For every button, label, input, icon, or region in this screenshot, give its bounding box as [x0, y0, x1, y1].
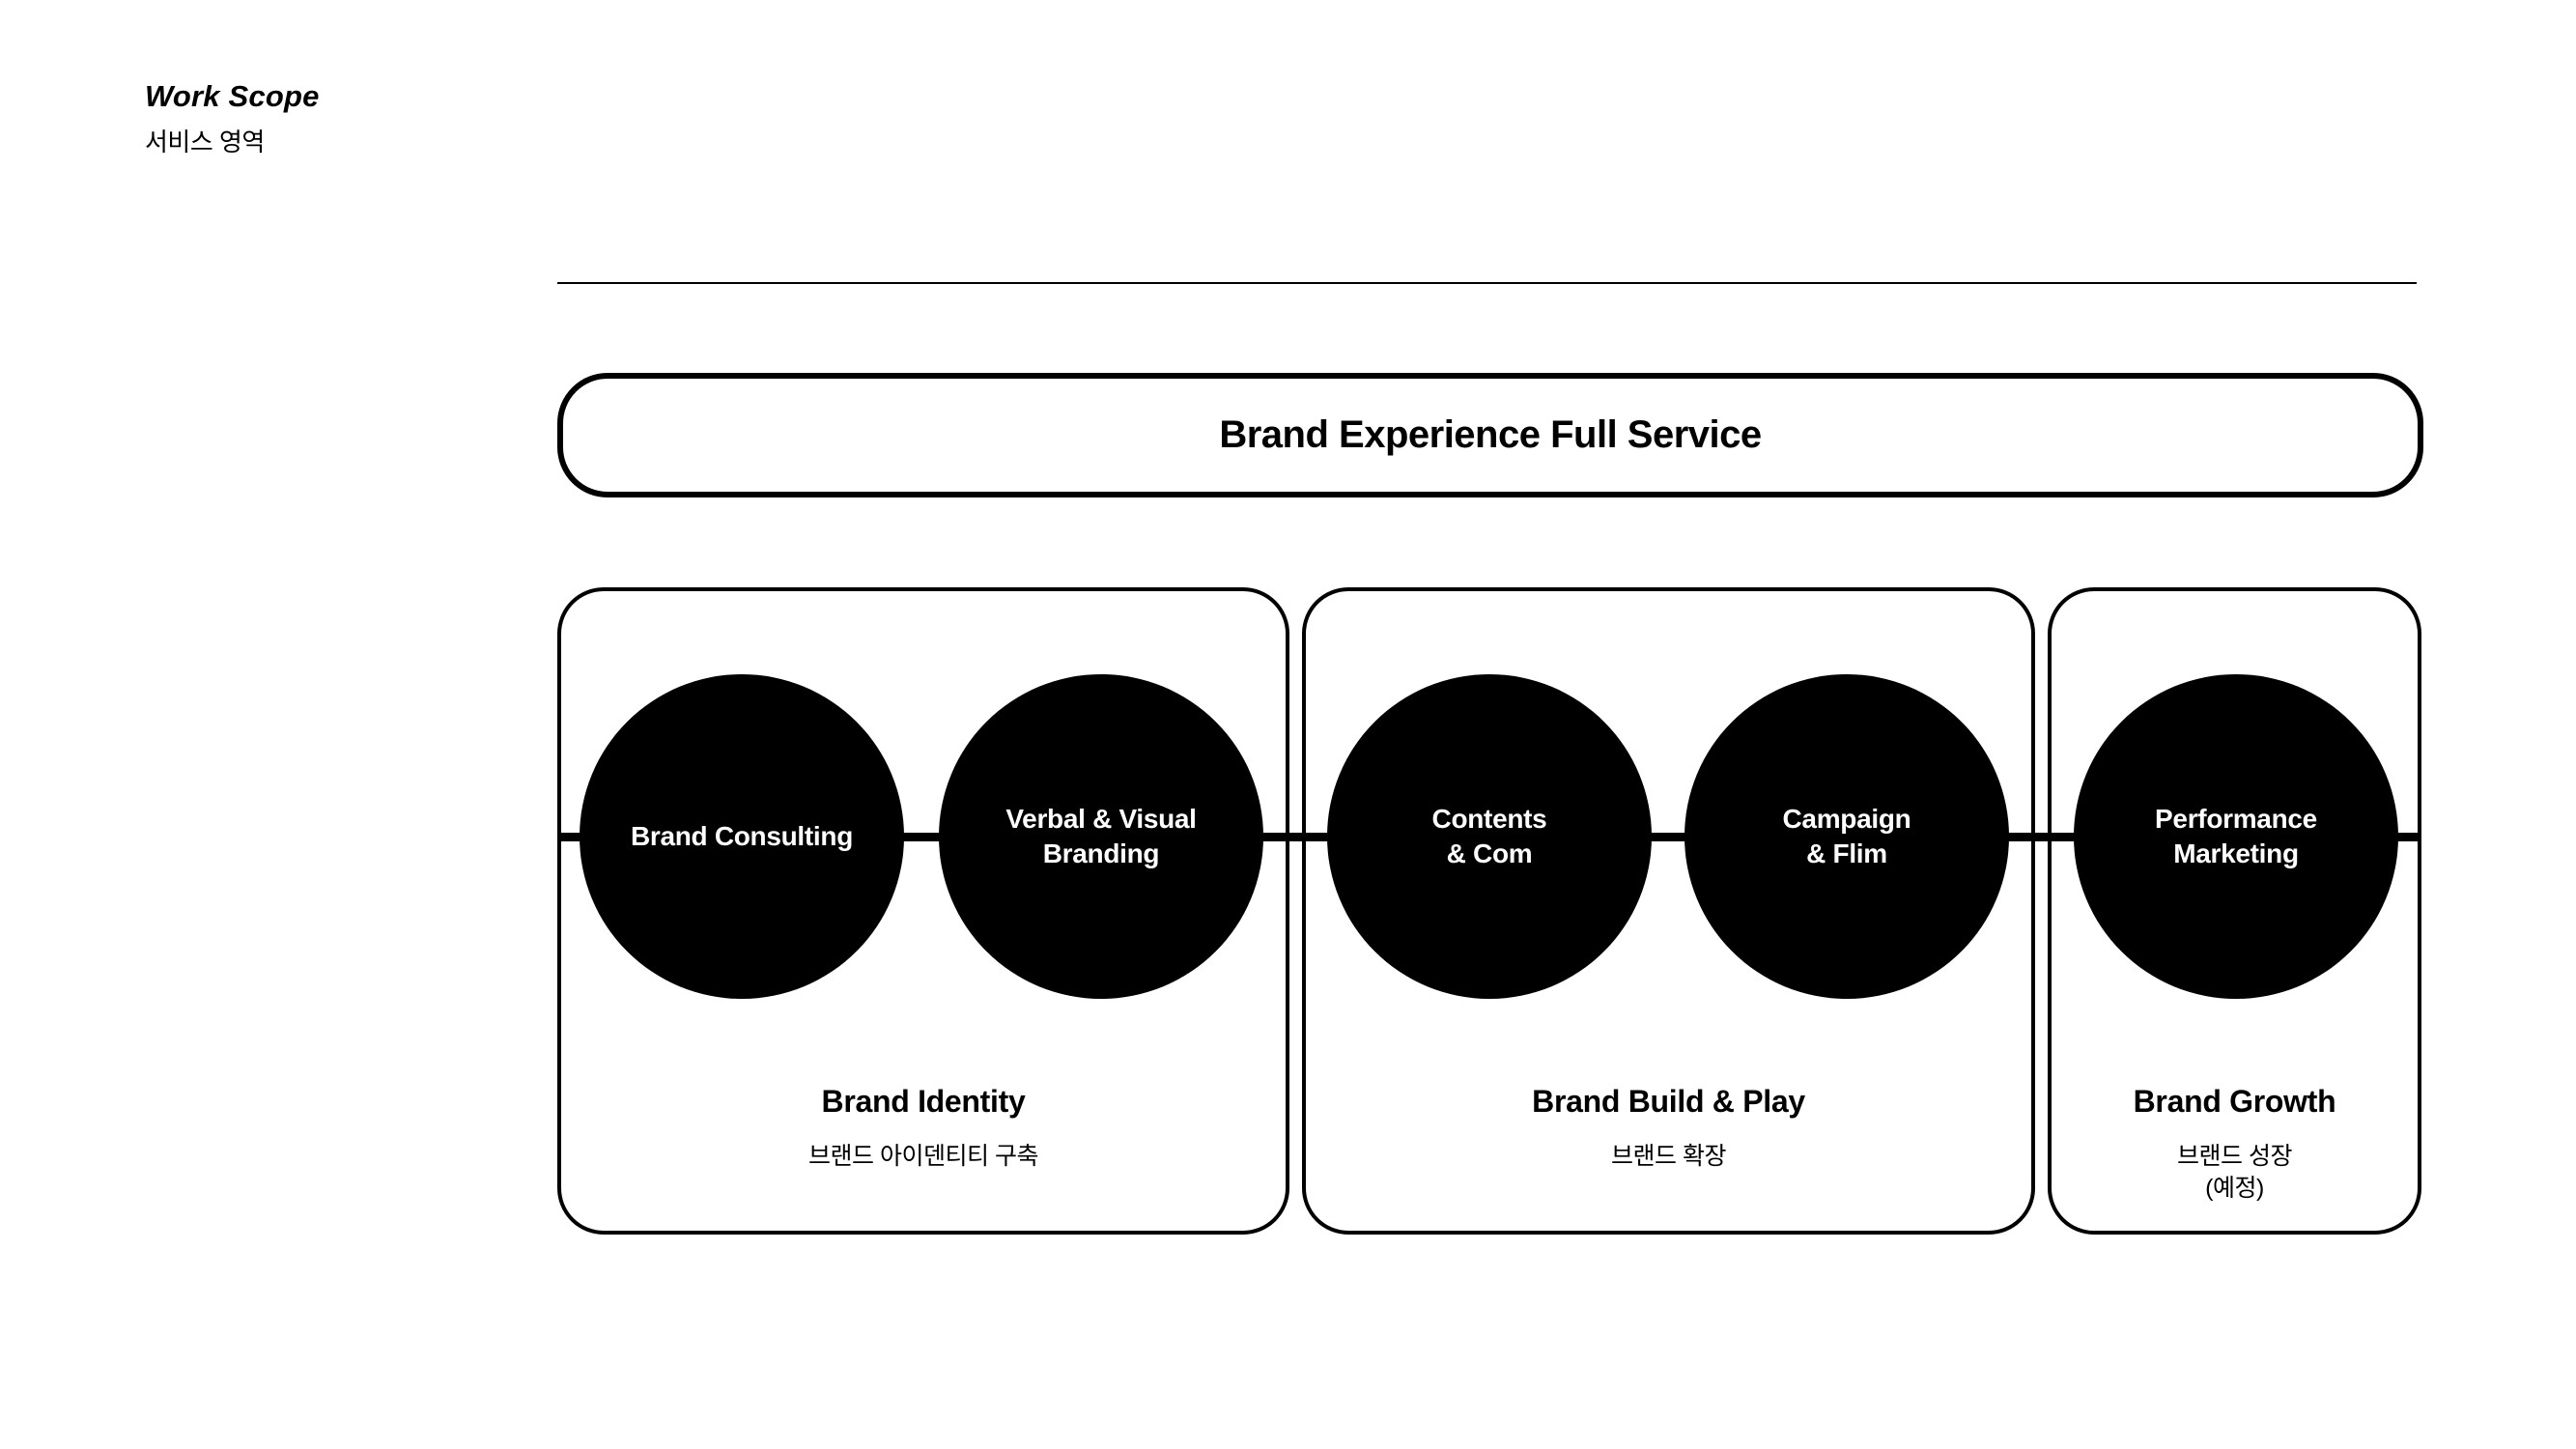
- group-label-brand-identity: Brand Identity 브랜드 아이덴티티 구축: [557, 1084, 1289, 1173]
- top-divider-line: [557, 282, 2417, 284]
- circle-label-line: Verbal & Visual: [1005, 803, 1197, 834]
- circle-performance-marketing: Performance Marketing: [2074, 674, 2398, 999]
- circle-brand-consulting: Brand Consulting: [580, 674, 904, 999]
- group-subtitle: 브랜드 확장: [1611, 1143, 1726, 1170]
- group-label-brand-growth: Brand Growth 브랜드 성장 (예정): [2048, 1084, 2421, 1204]
- group-subtitle: 브랜드 성장: [2177, 1143, 2292, 1170]
- group-box-brand-identity: [557, 587, 1289, 1235]
- circle-label-line: & Com: [1446, 838, 1533, 868]
- page-subtitle: 서비스 영역: [145, 128, 265, 156]
- group-box-brand-build-play: [1302, 587, 2035, 1235]
- circle-label-line: Brand Consulting: [630, 820, 854, 851]
- page-title: Work Scope: [145, 79, 320, 113]
- group-note: (예정): [2205, 1174, 2264, 1202]
- circle-label-line: & Flim: [1806, 838, 1887, 868]
- group-title: Brand Identity: [821, 1084, 1026, 1119]
- group-box-brand-growth: [2048, 587, 2421, 1235]
- circle-campaign-flim: Campaign & Flim: [1684, 674, 2009, 999]
- circle-label-line: Campaign: [1782, 803, 1911, 834]
- circle-label-line: Performance: [2155, 803, 2317, 834]
- banner-brand-experience-full-service: Brand Experience Full Service: [557, 373, 2423, 497]
- group-title: Brand Build & Play: [1532, 1084, 1805, 1119]
- circle-label-line: Branding: [1042, 838, 1160, 868]
- circle-label-line: Contents: [1431, 803, 1547, 834]
- group-title: Brand Growth: [2133, 1084, 2336, 1119]
- group-label-brand-build-play: Brand Build & Play 브랜드 확장: [1302, 1084, 2035, 1173]
- banner-label: Brand Experience Full Service: [1219, 413, 1762, 456]
- group-subtitle: 브랜드 아이덴티티 구축: [808, 1143, 1038, 1170]
- circle-verbal-visual-branding: Verbal & Visual Branding: [939, 674, 1263, 999]
- circle-contents-com: Contents & Com: [1327, 674, 1652, 999]
- circle-label-line: Marketing: [2173, 838, 2299, 868]
